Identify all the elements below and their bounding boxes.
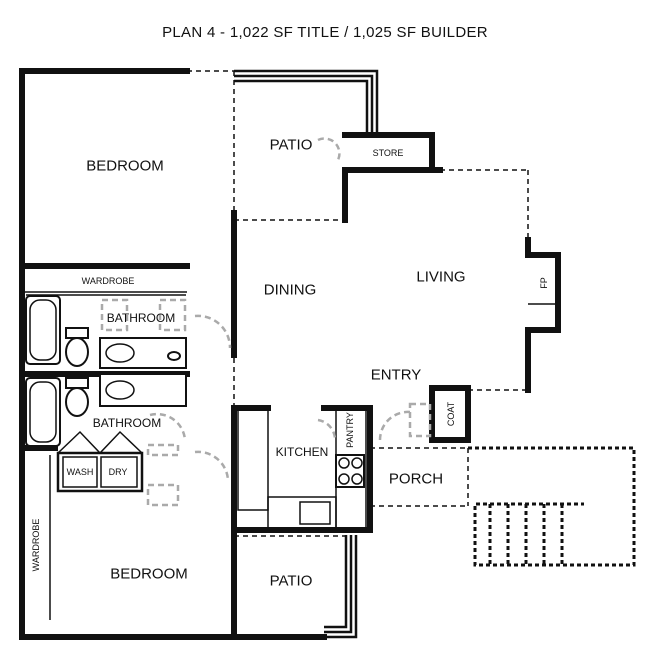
- label-entry: ENTRY: [370, 366, 422, 384]
- label-store: STORE: [372, 148, 404, 158]
- label-wardrobe-side: WARDROBE: [31, 518, 41, 572]
- label-dining: DINING: [263, 281, 317, 299]
- label-coat: COAT: [446, 401, 456, 427]
- label-pantry: PANTRY: [345, 412, 355, 448]
- label-bathroom-2: BATHROOM: [92, 416, 162, 430]
- label-bedroom-bottom: BEDROOM: [110, 565, 188, 583]
- label-patio-bottom: PATIO: [269, 572, 313, 590]
- porch-stairs: [468, 446, 636, 567]
- label-fp: FP: [539, 277, 549, 289]
- label-patio-top: PATIO: [269, 136, 313, 154]
- label-bathroom-1: BATHROOM: [106, 311, 176, 325]
- label-wash: WASH: [66, 467, 94, 477]
- plan-title: PLAN 4 - 1,022 SF TITLE / 1,025 SF BUILD…: [162, 24, 488, 41]
- fixtures: [22, 291, 367, 620]
- label-dry: DRY: [108, 467, 128, 477]
- label-living: LIVING: [416, 268, 466, 286]
- label-porch: PORCH: [388, 470, 444, 488]
- label-wardrobe-top: WARDROBE: [81, 276, 135, 286]
- label-kitchen: KITCHEN: [275, 445, 329, 459]
- label-bedroom-top: BEDROOM: [86, 157, 164, 175]
- doors: [100, 137, 432, 507]
- dashed-openings: [187, 70, 529, 537]
